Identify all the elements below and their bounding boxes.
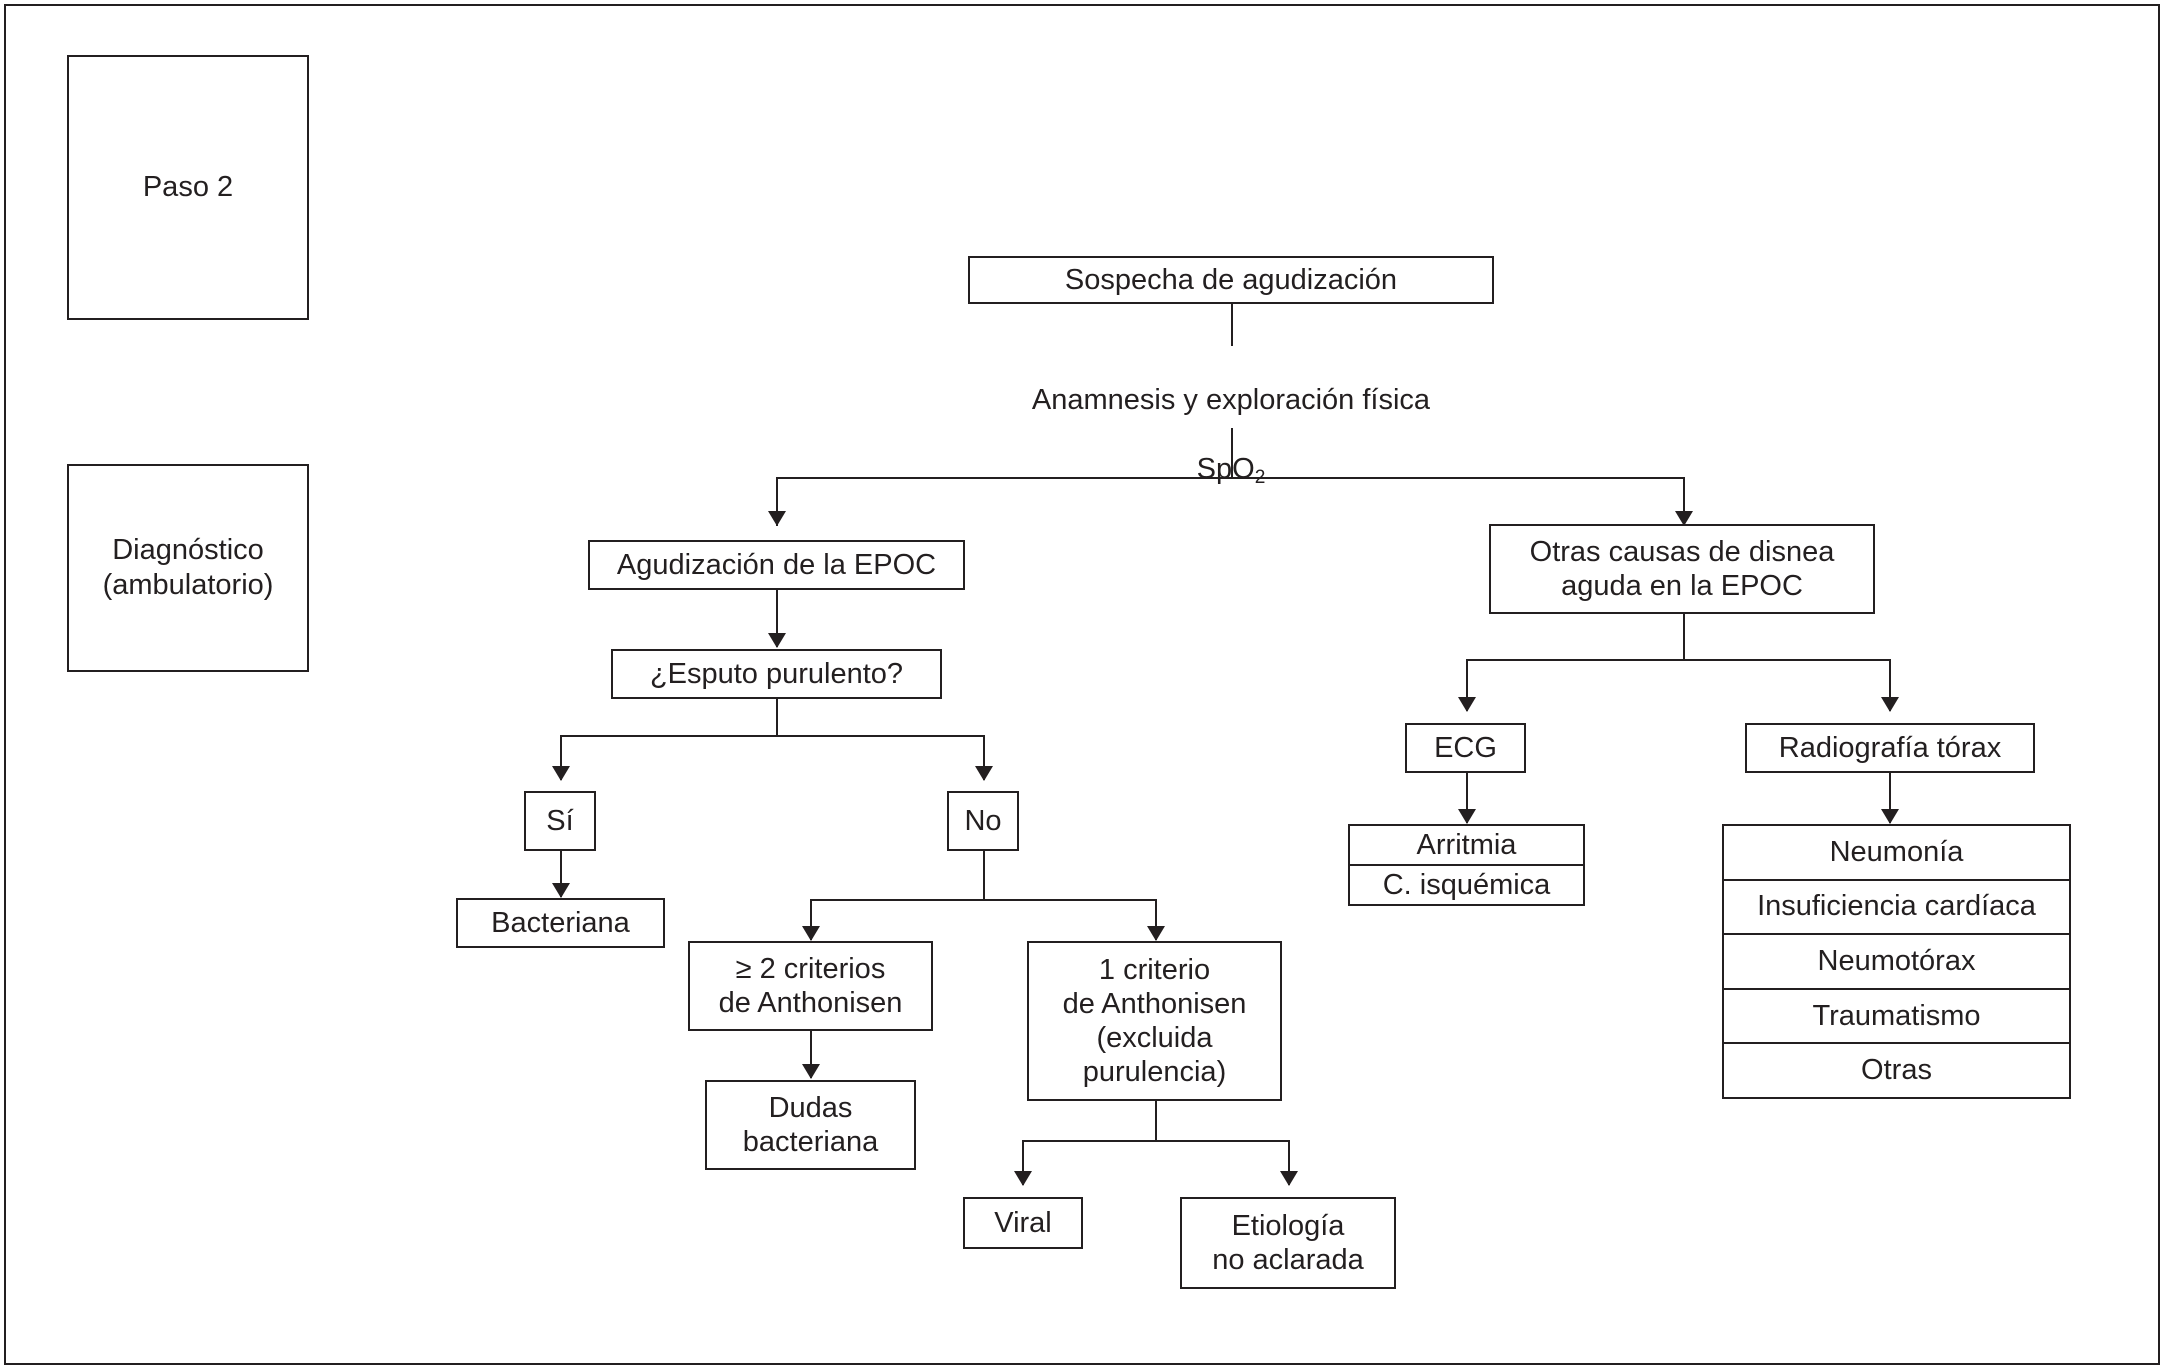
- split-bar-viral-etiologia: [1022, 1140, 1288, 1142]
- arrow-into-rx-findings: [1881, 809, 1899, 824]
- list-item: Insuficiencia cardíaca: [1724, 881, 2069, 936]
- split-right-drop: [1683, 477, 1685, 526]
- node-esputo-purulento: ¿Esputo purulento?: [611, 649, 942, 699]
- connector-agudizacion-to-esputo: [776, 590, 778, 647]
- split-bar-si-no: [560, 735, 983, 737]
- node-label-no: No: [964, 804, 1002, 837]
- node-radiografia-torax: Radiografía tórax: [1745, 723, 2035, 773]
- arrow-into-otras-causas: [1675, 511, 1693, 526]
- connector-sospecha-to-anamnesis: [1231, 304, 1233, 346]
- node-dudas-bacteriana: Dudas bacteriana: [705, 1080, 916, 1170]
- node-sospecha-agudizacion: Sospecha de agudización: [968, 256, 1494, 304]
- arrow-into-viral: [1014, 1171, 1032, 1186]
- list-ecg-findings: Arritmia C. isquémica: [1348, 824, 1585, 906]
- anamnesis-line-1: Anamnesis y exploración física: [1031, 383, 1431, 416]
- connector-criterio1-down: [1155, 1101, 1157, 1141]
- stage-box-diagnostico: Diagnóstico (ambulatorio): [67, 464, 309, 672]
- spo2-prefix: SpO: [1196, 453, 1255, 486]
- node-label-dudas-bacteriana: Dudas bacteriana: [742, 1091, 879, 1158]
- list-item: Traumatismo: [1724, 990, 2069, 1045]
- arrow-into-criterio-1: [1147, 926, 1165, 941]
- node-ecg: ECG: [1405, 723, 1526, 773]
- arrow-into-etiologia: [1280, 1171, 1298, 1186]
- arrow-into-no: [975, 766, 993, 781]
- arrow-into-radiografia: [1881, 697, 1899, 712]
- node-label-sospecha: Sospecha de agudización: [1064, 263, 1398, 296]
- node-label-si: Sí: [546, 804, 574, 837]
- figure-outer-frame: [4, 4, 2160, 1365]
- node-criterios-2-anthonisen: ≥ 2 criterios de Anthonisen: [688, 941, 933, 1031]
- arrow-into-bacteriana: [552, 883, 570, 898]
- arrow-into-esputo-purulento: [768, 633, 786, 648]
- arrow-into-ecg-findings: [1458, 809, 1476, 824]
- list-item: Neumotórax: [1724, 935, 2069, 990]
- node-no: No: [947, 791, 1019, 851]
- stage-label-paso-2: Paso 2: [142, 170, 234, 203]
- node-label-criterio-1: 1 criterio de Anthonisen (excluida purul…: [1062, 953, 1247, 1089]
- node-bacteriana: Bacteriana: [456, 898, 665, 948]
- connector-si-to-bacteriana: [560, 851, 562, 897]
- split-bar-criterios: [810, 899, 1155, 901]
- node-otras-causas-disnea: Otras causas de disnea aguda en la EPOC: [1489, 524, 1875, 614]
- list-item: Neumonía: [1724, 826, 2069, 881]
- split-rx-drop: [1889, 659, 1891, 711]
- node-label-etiologia: Etiología no aclarada: [1212, 1209, 1364, 1276]
- split-left-drop: [776, 477, 778, 526]
- connector-ecg-to-findings: [1466, 773, 1468, 823]
- connector-no-down: [983, 851, 985, 900]
- connector-esputo-down: [776, 699, 778, 736]
- node-label-radiografia-torax: Radiografía tórax: [1778, 731, 2002, 764]
- node-label-viral: Viral: [994, 1206, 1052, 1239]
- arrow-into-si: [552, 766, 570, 781]
- node-criterio-1-anthonisen: 1 criterio de Anthonisen (excluida purul…: [1027, 941, 1282, 1101]
- list-item: C. isquémica: [1382, 868, 1551, 901]
- stage-box-paso-2: Paso 2: [67, 55, 309, 320]
- arrow-into-agudizacion-epoc: [768, 511, 786, 526]
- connector-otras-causas-down: [1683, 614, 1685, 660]
- split-viral-drop: [1022, 1140, 1024, 1185]
- node-viral: Viral: [963, 1197, 1083, 1249]
- split-ecg-drop: [1466, 659, 1468, 711]
- split-bar-ecg-rx: [1466, 659, 1890, 661]
- list-item: Arritmia: [1350, 826, 1583, 866]
- node-label-otras-causas: Otras causas de disnea aguda en la EPOC: [1529, 535, 1835, 602]
- arrow-into-dudas-bacteriana: [802, 1064, 820, 1079]
- arrow-into-criterios-2: [802, 926, 820, 941]
- node-label-ecg: ECG: [1434, 731, 1497, 764]
- split-no-drop: [983, 735, 985, 780]
- node-si: Sí: [524, 791, 596, 851]
- node-label-bacteriana: Bacteriana: [491, 906, 630, 939]
- connector-anamnesis-down: [1231, 428, 1233, 478]
- node-agudizacion-epoc: Agudización de la EPOC: [588, 540, 965, 590]
- split-si-drop: [560, 735, 562, 780]
- connector-rx-to-findings: [1889, 773, 1891, 823]
- list-item: Otras: [1861, 1054, 1932, 1087]
- split-etiologia-drop: [1288, 1140, 1290, 1185]
- node-etiologia-no-aclarada: Etiología no aclarada: [1180, 1197, 1396, 1289]
- list-radiografia-findings: Neumonía Insuficiencia cardíaca Neumotór…: [1722, 824, 2071, 1099]
- connector-criterios2-to-dudas: [810, 1031, 812, 1078]
- split-criterios2-drop: [810, 899, 812, 940]
- split-bar-main: [776, 477, 1684, 479]
- node-label-esputo-purulento: ¿Esputo purulento?: [649, 657, 904, 690]
- node-label-agudizacion-epoc: Agudización de la EPOC: [616, 548, 937, 581]
- split-criterio1-drop: [1155, 899, 1157, 940]
- arrow-into-ecg: [1458, 697, 1476, 712]
- node-label-criterios-2: ≥ 2 criterios de Anthonisen: [718, 952, 903, 1019]
- stage-label-diagnostico: Diagnóstico (ambulatorio): [102, 533, 274, 601]
